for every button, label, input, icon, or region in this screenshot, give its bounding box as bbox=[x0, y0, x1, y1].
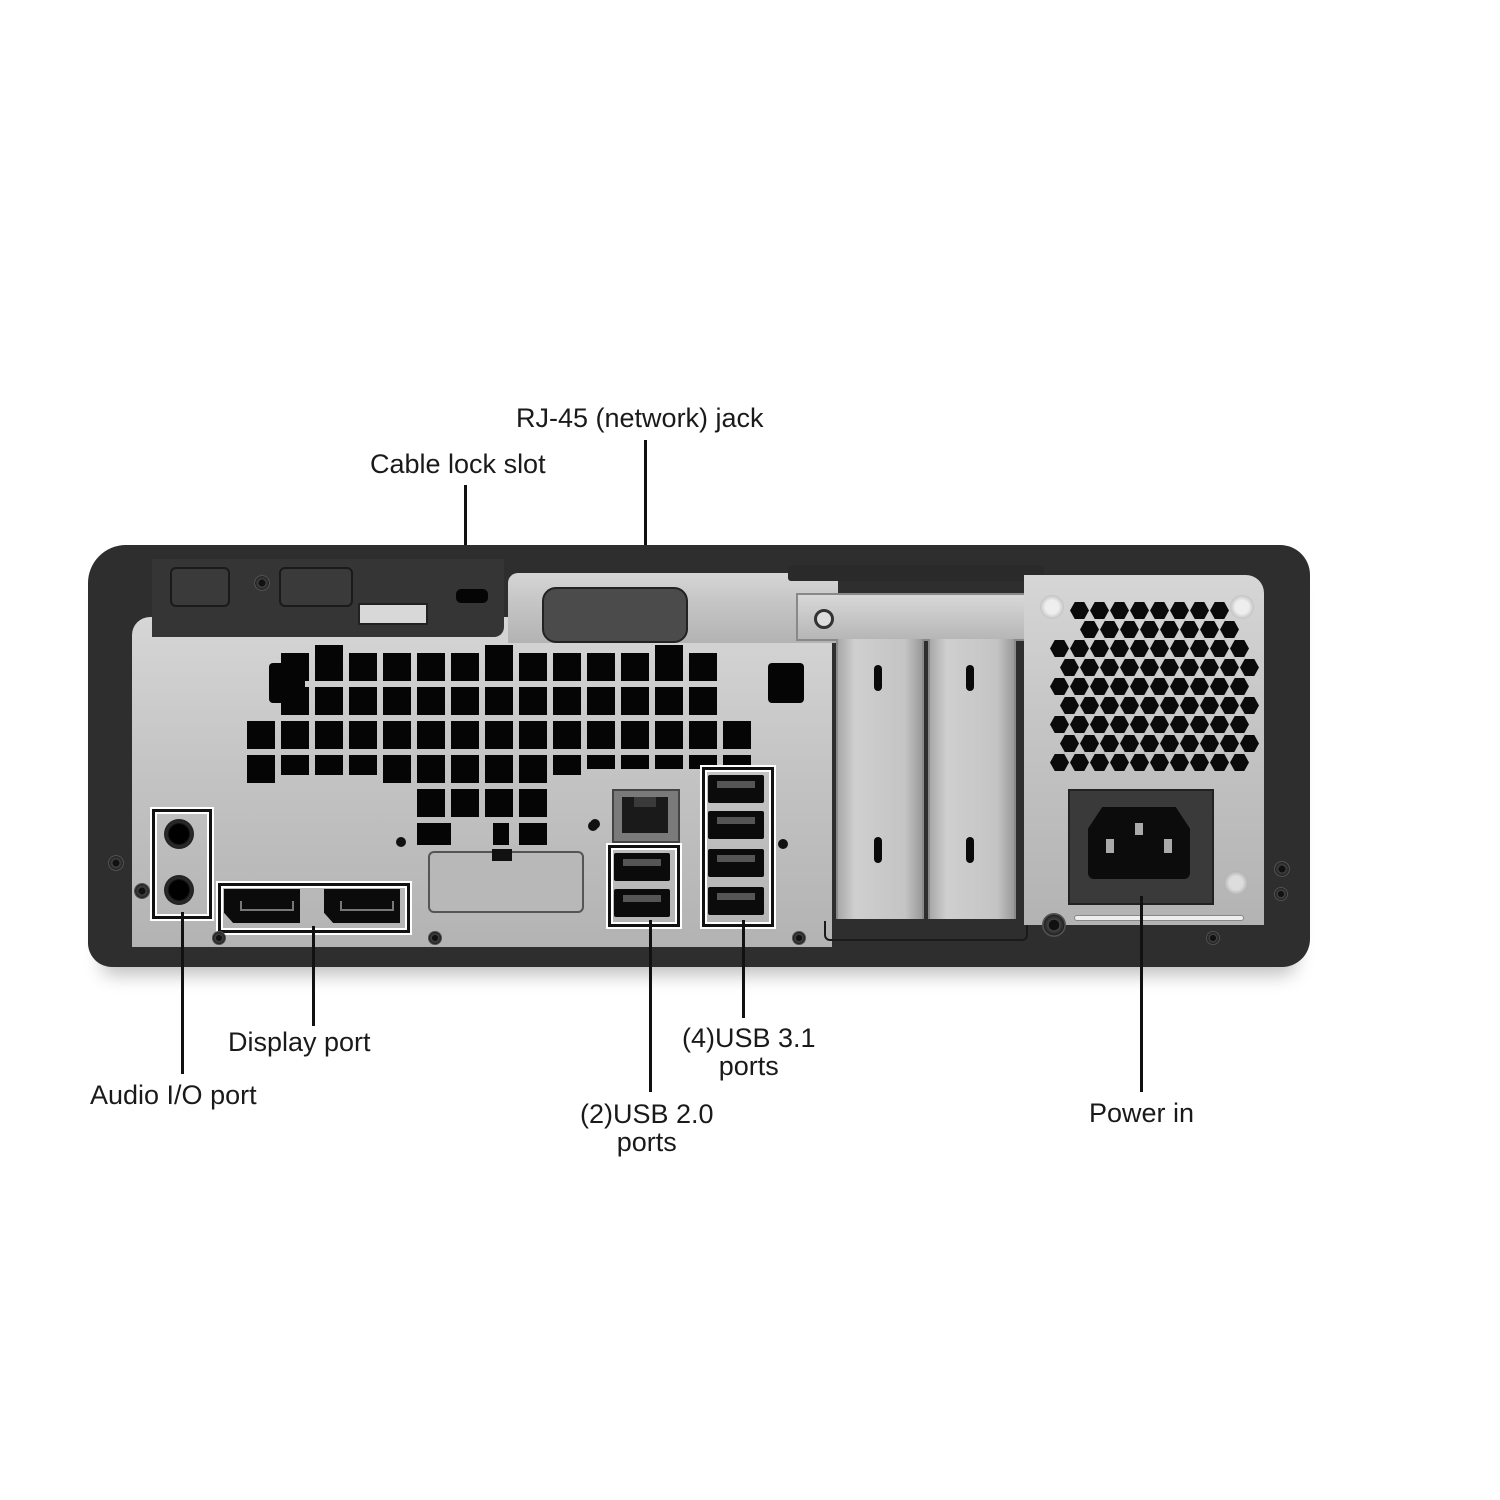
label-usb20-line1: (2)USB 2.0 bbox=[580, 1099, 714, 1129]
expansion-bracket-top bbox=[788, 565, 1044, 581]
chassis-screw-3 bbox=[212, 931, 226, 945]
rj45-side-hole bbox=[590, 819, 600, 829]
chassis-screw-8 bbox=[1274, 861, 1290, 877]
chassis-screw-6 bbox=[1042, 913, 1066, 937]
psu-screw-2 bbox=[1230, 595, 1254, 619]
slot-1-hole-bottom bbox=[874, 837, 882, 863]
label-rj45-jack: RJ-45 (network) jack bbox=[516, 403, 764, 433]
chassis-screw-7 bbox=[1206, 931, 1220, 945]
chassis-screw-5 bbox=[792, 931, 806, 945]
psu-screw-3 bbox=[1224, 871, 1248, 895]
display-port-1[interactable] bbox=[224, 889, 300, 923]
leader-usb20 bbox=[649, 920, 652, 1092]
power-inlet[interactable] bbox=[1088, 807, 1190, 879]
pc-chassis-rear: (function(){ var host=document.currentSc… bbox=[88, 545, 1310, 967]
leader-power bbox=[1140, 896, 1143, 1092]
leader-usb31 bbox=[742, 920, 745, 1018]
usb-side-hole bbox=[778, 839, 788, 849]
label-cable-lock-slot: Cable lock slot bbox=[370, 449, 546, 479]
usb20-highlight bbox=[608, 845, 680, 927]
psu-fan-grille: (function(){ var host=document.currentSc… bbox=[1050, 601, 1259, 773]
plate-tab bbox=[492, 849, 512, 861]
usb31-port-3[interactable] bbox=[708, 849, 764, 877]
label-usb31-line2: ports bbox=[718, 1051, 779, 1081]
slot-2-hole-bottom bbox=[966, 837, 974, 863]
power-pin-ground bbox=[1135, 823, 1143, 835]
power-pin-right bbox=[1164, 839, 1172, 853]
usb31-port-4[interactable] bbox=[708, 887, 764, 915]
label-usb20: (2)USB 2.0 ports bbox=[580, 1100, 714, 1156]
label-usb31-line1: (4)USB 3.1 bbox=[682, 1023, 816, 1053]
knockout-2 bbox=[279, 567, 353, 607]
usb31-port-1[interactable] bbox=[708, 775, 764, 803]
knockout-1 bbox=[170, 567, 230, 607]
chassis-screw-1 bbox=[108, 855, 124, 871]
slot-base bbox=[824, 921, 1028, 941]
leader-display-port bbox=[312, 926, 315, 1026]
display-port-2[interactable] bbox=[324, 889, 400, 923]
audio-jack-mic[interactable] bbox=[164, 875, 194, 905]
usb31-port-2[interactable] bbox=[708, 811, 764, 839]
chassis-screw-4 bbox=[428, 931, 442, 945]
label-usb31: (4)USB 3.1 ports bbox=[682, 1024, 816, 1080]
chassis-screw-2 bbox=[134, 883, 150, 899]
leader-cable-lock bbox=[464, 485, 467, 585]
slot-2-hole-top bbox=[966, 665, 974, 691]
audio-jack-headphone[interactable] bbox=[164, 819, 194, 849]
label-usb20-line2: ports bbox=[616, 1127, 677, 1157]
usb20-port-2[interactable] bbox=[614, 889, 670, 917]
latch-screw bbox=[814, 609, 834, 629]
cable-lock-slot[interactable] bbox=[456, 589, 488, 603]
serial-bracket bbox=[358, 603, 428, 625]
rj45-jack[interactable] bbox=[612, 789, 680, 843]
power-pin-left bbox=[1106, 839, 1114, 853]
psu-groove bbox=[1074, 915, 1244, 921]
usb31-highlight bbox=[702, 767, 774, 927]
dp-screw-hole bbox=[396, 837, 406, 847]
rubber-pad bbox=[542, 587, 688, 643]
label-audio-io-port: Audio I/O port bbox=[90, 1080, 257, 1110]
slot-1-hole-top bbox=[874, 665, 882, 691]
psu-screw-1 bbox=[1040, 595, 1064, 619]
label-power-in: Power in bbox=[1089, 1098, 1195, 1128]
usb20-port-1[interactable] bbox=[614, 853, 670, 881]
top-hole bbox=[254, 575, 270, 591]
leader-audio bbox=[181, 912, 184, 1074]
chassis-screw-9 bbox=[1274, 887, 1288, 901]
label-display-port: Display port bbox=[228, 1027, 371, 1057]
